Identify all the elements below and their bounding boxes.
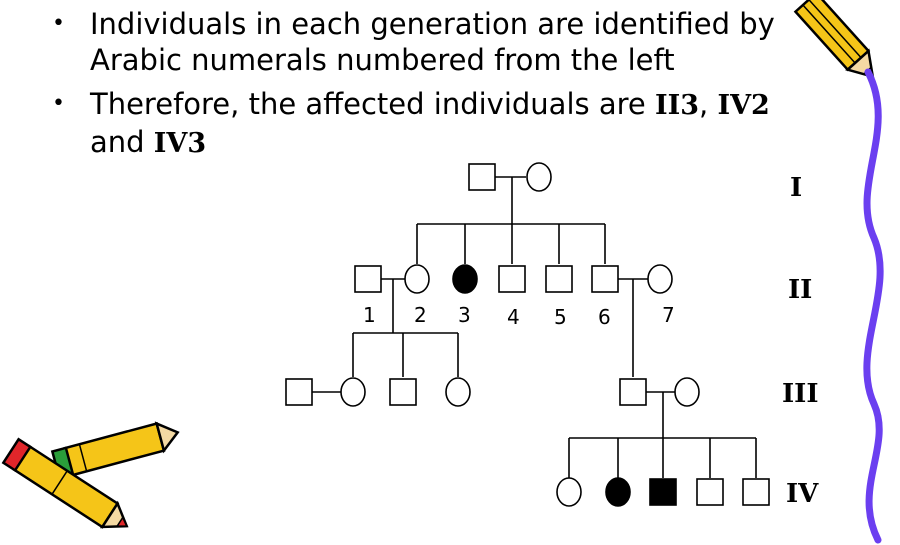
- individual-iv2-affected: [605, 477, 631, 507]
- and-text: and: [90, 125, 154, 159]
- bullet-2-text: Therefore, the affected individuals are: [90, 87, 655, 121]
- bullet-list: • Individuals in each generation are ide…: [52, 6, 812, 170]
- label-ii7: 7: [662, 303, 675, 327]
- generation-label-iv: IV: [786, 479, 819, 509]
- individual-iii6: [674, 377, 700, 407]
- individual-iii3: [389, 378, 417, 406]
- individual-i1: [468, 163, 496, 191]
- individual-iv3-affected: [649, 478, 677, 506]
- affected-ii3: II3: [654, 90, 699, 121]
- bullet-dot: •: [52, 11, 65, 36]
- individual-ii4: [498, 265, 526, 293]
- individual-iv4: [696, 478, 724, 506]
- label-ii2: 2: [414, 303, 427, 327]
- individual-ii2: [404, 264, 430, 294]
- label-ii5: 5: [554, 305, 567, 329]
- individual-ii1: [354, 265, 382, 293]
- generation-label-i: I: [790, 173, 802, 203]
- label-ii4: 4: [507, 305, 520, 329]
- label-ii3: 3: [458, 303, 471, 327]
- individual-ii5: [545, 265, 573, 293]
- label-ii6: 6: [598, 305, 611, 329]
- generation-label-iii: III: [782, 379, 819, 409]
- individual-iii2: [340, 377, 366, 407]
- individual-ii6: [591, 265, 619, 293]
- bullet-1: • Individuals in each generation are ide…: [52, 6, 812, 78]
- individual-iv1: [556, 477, 582, 507]
- individual-ii7: [647, 264, 673, 294]
- affected-iv3: IV3: [153, 128, 207, 159]
- pencils-bottom-left-icon: [1, 421, 180, 529]
- bullet-dot: •: [52, 91, 65, 116]
- generation-label-ii: II: [788, 275, 812, 305]
- individual-i2: [526, 162, 552, 192]
- affected-iv2: IV2: [717, 90, 770, 121]
- individual-iv5: [742, 478, 770, 506]
- individual-iii4: [445, 377, 471, 407]
- separator: ,: [699, 87, 718, 121]
- individual-iii1: [285, 378, 313, 406]
- individual-ii3-affected: [452, 264, 478, 294]
- purple-ribbon-icon: [863, 68, 884, 544]
- label-ii1: 1: [363, 303, 376, 327]
- bullet-2: • Therefore, the affected individuals ar…: [52, 86, 812, 162]
- individual-iii5: [619, 378, 647, 406]
- bullet-1-text: Individuals in each generation are ident…: [90, 7, 775, 77]
